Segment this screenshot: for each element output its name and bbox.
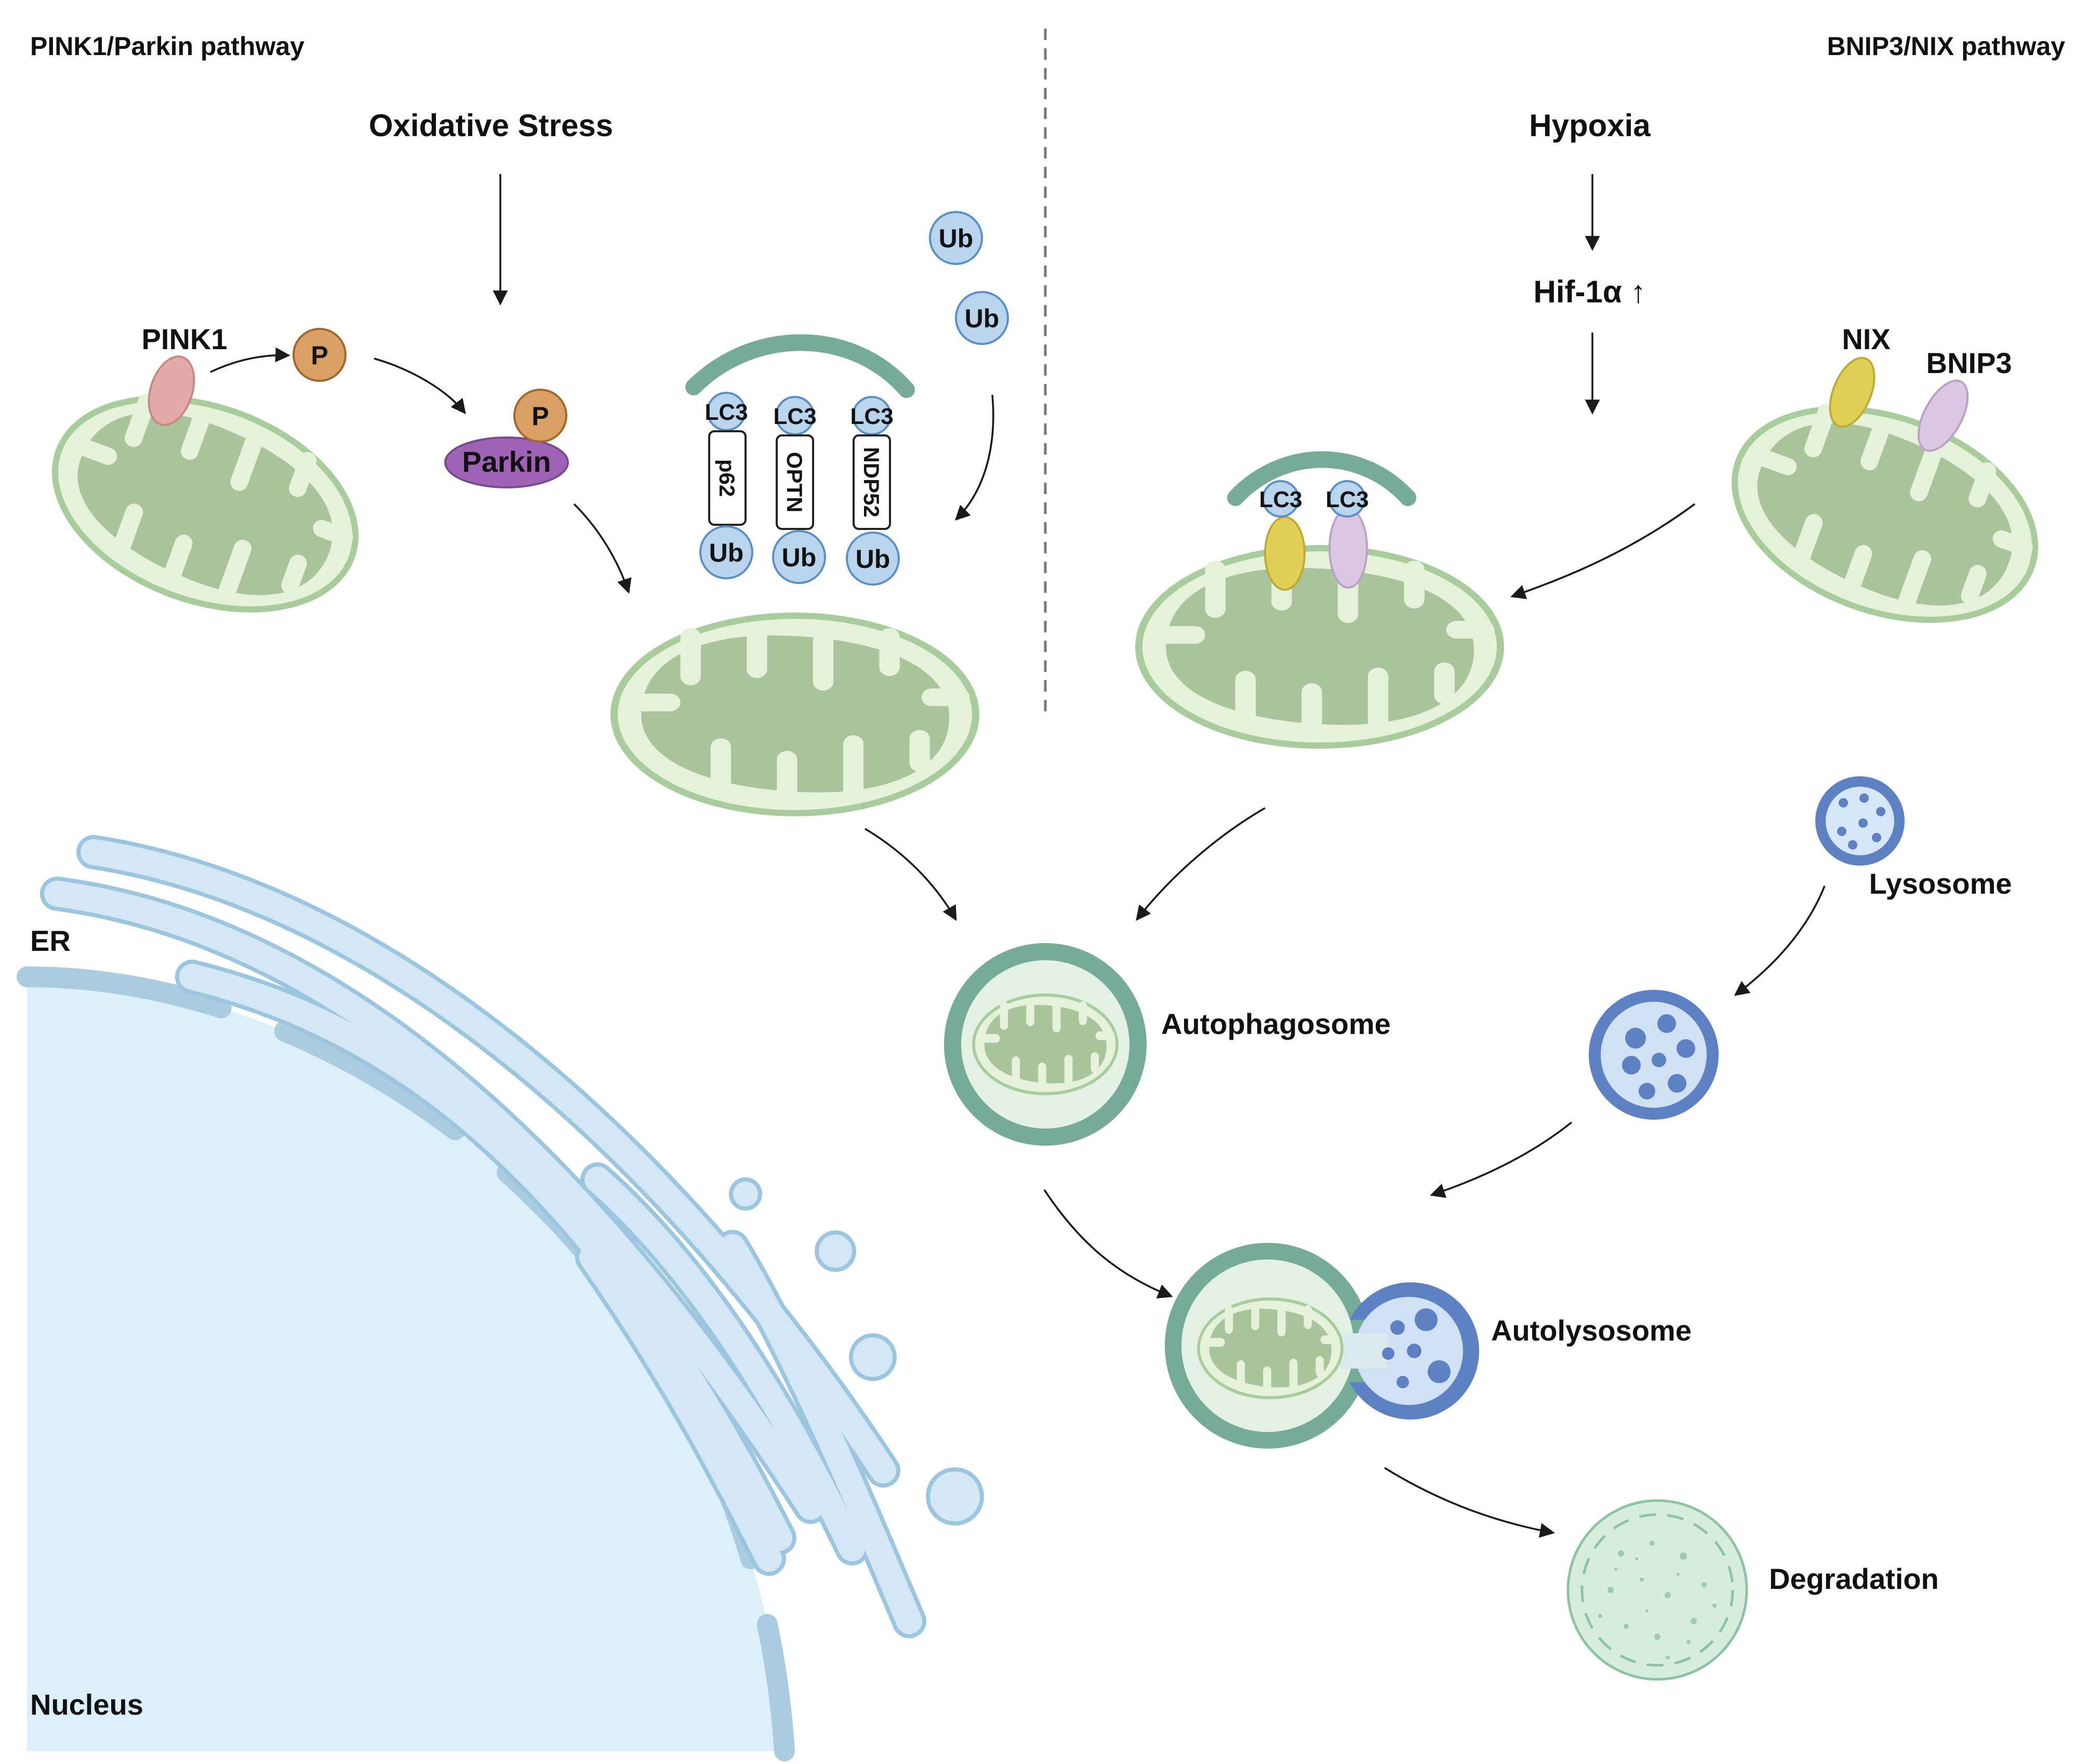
svg-text:LC3: LC3 [704,400,748,425]
nix-protein [1829,356,1876,428]
bnip3-bound [1328,508,1368,589]
arrow-bnip3-to-mito [1510,503,1696,600]
phosphate-1: P [293,328,347,382]
arrow-lysosome-down [1734,885,1826,996]
parkin-protein [444,436,569,488]
receptor-ndp52: LC3 NDP52 Ub [846,396,900,586]
svg-text:OPTN: OPTN [782,452,807,513]
svg-text:Ub: Ub [782,543,817,572]
er-label: ER [30,924,71,957]
mitochondrion-damaged [25,360,384,648]
autophagosome [944,943,1147,1146]
svg-text:NDP52: NDP52 [859,447,884,517]
arrow-parkin-to-mito [573,503,632,594]
free-ub-1: Ub [929,211,983,265]
lc3-nix: LC3 [1259,480,1302,518]
parkin-complex: Parkin P [444,389,569,488]
parkin-label: Parkin [462,445,551,478]
mitochondrion-tagged [614,616,976,813]
lc3-bnip3: LC3 [1325,480,1369,518]
nucleus-shape [27,977,785,1751]
arrow-to-autolysosome-from-lysosome [1430,1121,1573,1198]
arrow-right-to-autophagosome [1136,807,1266,921]
nix-bound [1264,516,1306,591]
receptor-p62: LC3 p62 Ub [699,392,753,579]
svg-text:p62: p62 [715,459,739,497]
mitochondrion-receptor-bound [1139,548,1500,746]
arrow-to-degradation [1384,1467,1555,1538]
hypoxia-label: Hypoxia [1529,108,1651,143]
left-pathway-title: PINK1/Parkin pathway [30,32,304,61]
pink1-protein [148,355,195,426]
svg-text:P: P [531,402,549,431]
receptor-optn: LC3 OPTN Ub [772,396,826,584]
degradation-vesicle [1566,1499,1748,1681]
endoplasmic-reticulum [40,835,984,1638]
free-ub-2: Ub [955,291,1009,345]
svg-text:LC3: LC3 [850,404,893,429]
svg-text:Ub: Ub [965,304,1000,333]
nix-label: NIX [1842,323,1890,355]
svg-text:Ub: Ub [709,538,744,567]
degradation-label: Degradation [1769,1562,1939,1595]
lysosome-small [1815,776,1905,866]
nucleus-label: Nucleus [30,1688,143,1721]
svg-text:Ub: Ub [939,224,974,253]
phagophore-membrane-right [1227,451,1416,506]
arrow-p-to-parkin [374,357,466,415]
svg-text:P: P [311,341,328,370]
hif-label: Hif-1α ↑ [1534,274,1646,309]
right-pathway-title: BNIP3/NIX pathway [1827,32,2066,61]
autophagosome-label: Autophagosome [1161,1007,1391,1040]
svg-text:LC3: LC3 [773,404,816,429]
oxidative-stress-label: Oxidative Stress [369,108,613,143]
phagophore-membrane-left [685,334,915,398]
svg-text:Ub: Ub [856,545,890,574]
lysosome-label: Lysosome [1869,867,2012,900]
arrow-left-to-autophagosome [865,828,957,921]
svg-text:LC3: LC3 [1259,487,1302,512]
arrow-pink1-to-p [210,347,290,373]
bnip3-label: BNIP3 [1926,347,2012,379]
arrow-autophagosome-to-autolysosome [1043,1189,1173,1298]
autolysosome-label: Autolysosome [1491,1314,1692,1347]
lysosome-large [1589,990,1719,1120]
pink1-label: PINK1 [142,323,228,355]
mitochondrion-hypoxic [1705,370,2064,658]
svg-text:LC3: LC3 [1325,487,1368,512]
bnip3-protein [1917,379,1969,452]
autolysosome [1165,1243,1479,1449]
arrow-ub-to-mito [954,394,994,521]
